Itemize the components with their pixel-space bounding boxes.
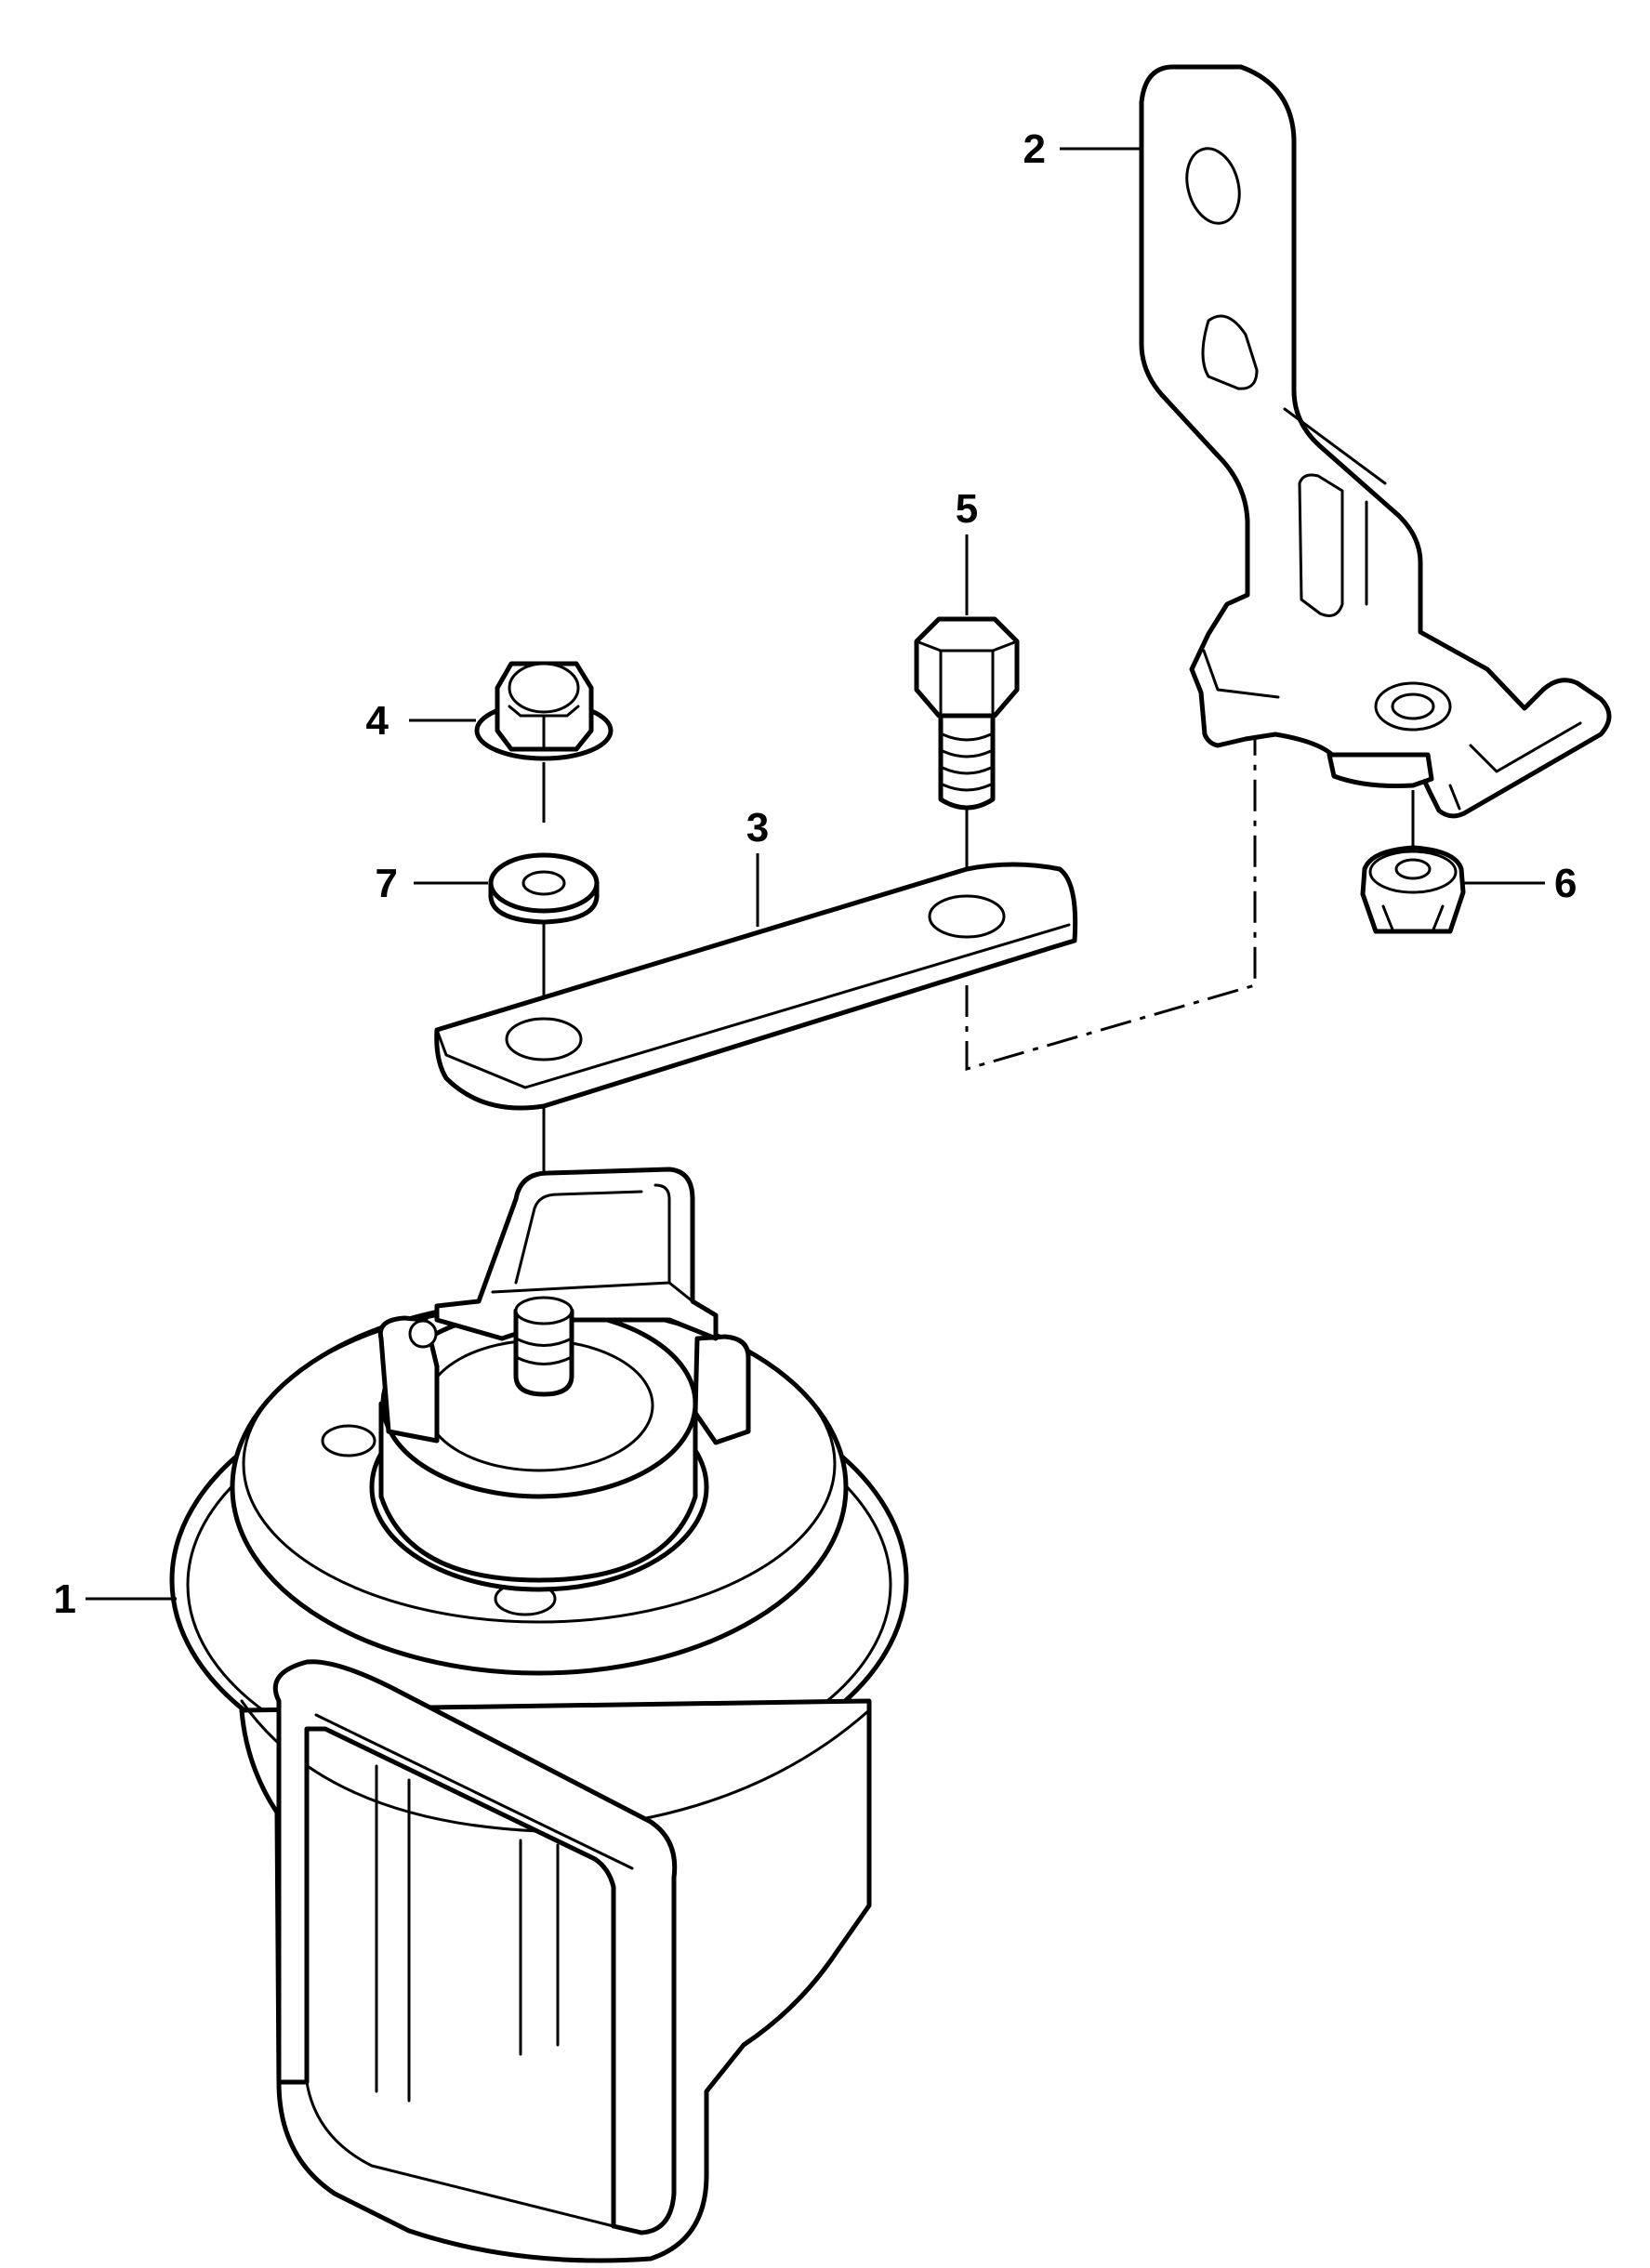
callout-6: 6 <box>1554 861 1577 906</box>
callout-5: 5 <box>956 486 978 532</box>
strap-part-3 <box>434 862 1078 1111</box>
callout-7: 7 <box>376 861 398 906</box>
washer-part-7 <box>488 852 600 925</box>
callout-4: 4 <box>366 698 389 744</box>
callout-labels: 1 2 3 4 5 6 7 <box>54 126 1577 1622</box>
bolt-part-5 <box>914 616 1020 811</box>
callout-3: 3 <box>746 805 769 850</box>
callout-leaders <box>86 147 1545 1601</box>
flange-nut-part-4 <box>474 661 614 761</box>
nut-part-6 <box>1360 845 1466 934</box>
callout-1: 1 <box>54 1576 76 1622</box>
horn-part-1 <box>169 1167 909 2263</box>
callout-2: 2 <box>1023 126 1046 172</box>
bracket-part-2 <box>1139 64 1612 819</box>
